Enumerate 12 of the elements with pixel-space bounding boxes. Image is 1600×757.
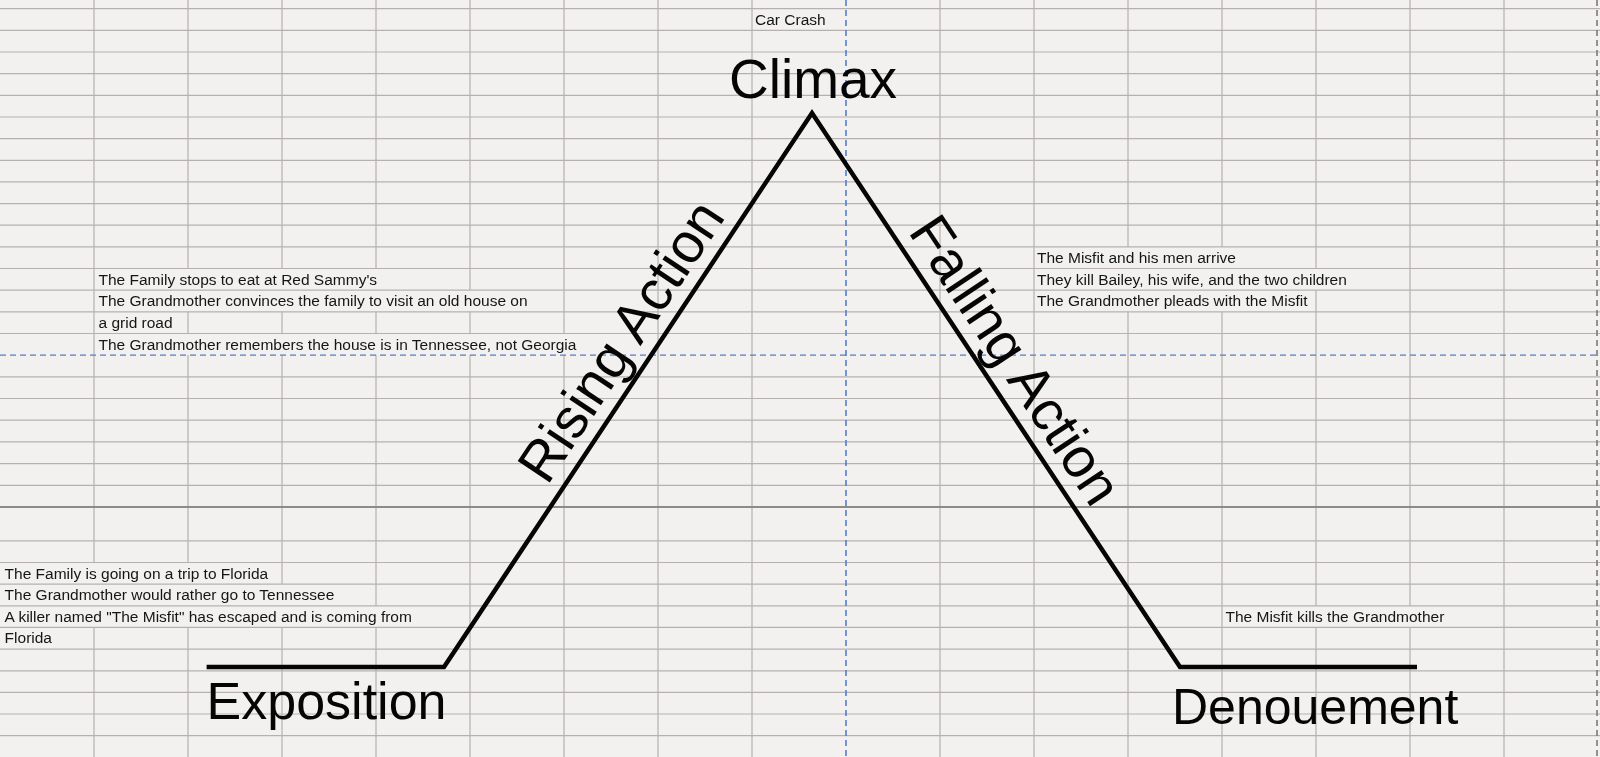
stage-label: Denouement (1172, 681, 1459, 732)
event-note: They kill Bailey, his wife, and the two children (1037, 269, 1347, 290)
event-note: The Family is going on a trip to Florida (4, 563, 269, 584)
stage-label: Climax (729, 52, 898, 108)
event-note: The Misfit and his men arrive (1037, 247, 1236, 268)
event-note: The Misfit kills the Grandmother (1225, 606, 1445, 627)
event-note: The Grandmother convinces the family to visit an old house on a grid road (98, 291, 529, 333)
event-note: The Grandmother would rather go to Tennessee (4, 585, 335, 606)
event-note: Car Crash (755, 9, 826, 30)
event-note: The Grandmother pleads with the Misfit (1037, 291, 1308, 312)
event-note: A killer named "The Misfit" has escaped and is coming from Florida (4, 606, 413, 649)
event-note: The Family stops to eat at Red Sammy's (98, 269, 378, 290)
